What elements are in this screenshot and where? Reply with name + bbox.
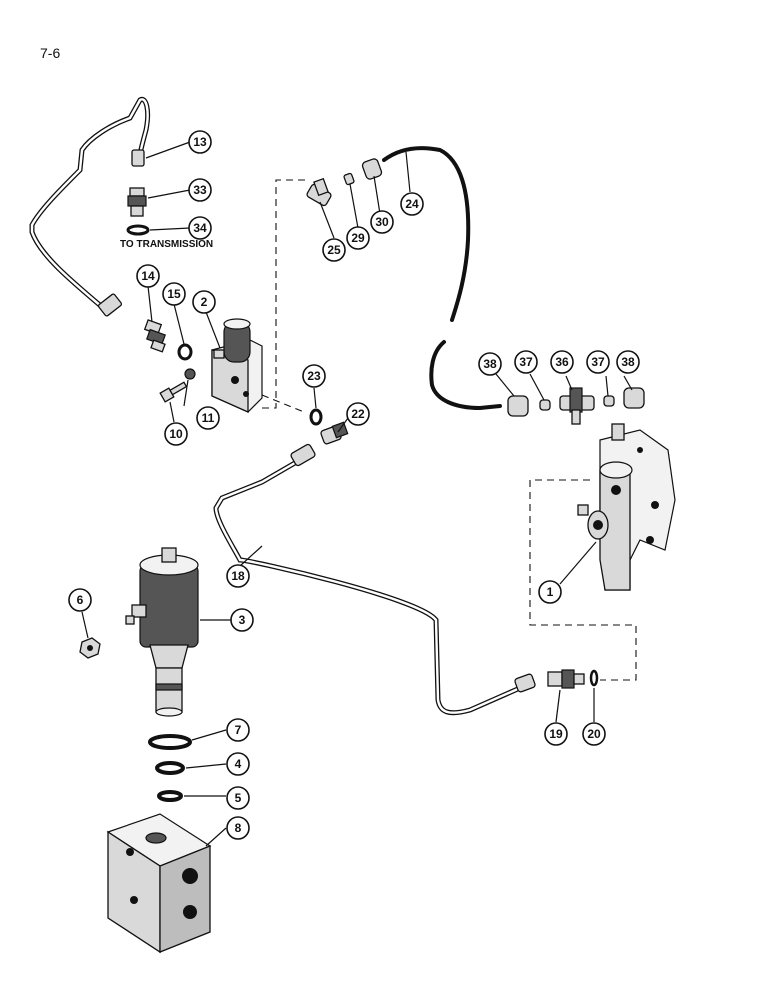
callout-20: 20: [582, 722, 606, 746]
callout-36: 36: [550, 350, 574, 374]
sleeve-37-left: [539, 399, 551, 411]
svg-text:18: 18: [231, 569, 245, 583]
nut-11: [184, 368, 196, 380]
callout-6: 6: [68, 588, 92, 612]
svg-text:22: 22: [351, 407, 365, 421]
union-19: [547, 669, 585, 689]
svg-text:20: 20: [587, 727, 601, 741]
svg-text:25: 25: [327, 243, 341, 257]
routing-dash-right: [529, 479, 637, 681]
svg-text:38: 38: [483, 357, 497, 371]
o-ring-34: [126, 224, 150, 236]
svg-text:33: 33: [193, 183, 207, 197]
fitting-14: [143, 319, 166, 353]
callout-14: 14: [136, 264, 160, 288]
svg-text:3: 3: [239, 613, 246, 627]
o-ring-5: [157, 790, 183, 802]
nut-6: [79, 637, 101, 659]
callout-3: 3: [230, 608, 254, 632]
svg-text:37: 37: [591, 355, 605, 369]
fitting-33: [127, 187, 147, 217]
svg-text:19: 19: [549, 727, 563, 741]
hose-24-lower: [429, 340, 502, 411]
callout-7: 7: [226, 718, 250, 742]
svg-text:34: 34: [193, 221, 207, 235]
o-ring-4: [155, 761, 185, 775]
callout-18: 18: [226, 564, 250, 588]
routing-dash-mid: [261, 394, 305, 413]
svg-text:6: 6: [77, 593, 84, 607]
svg-text:7: 7: [235, 723, 242, 737]
routing-dash-upper: [262, 179, 308, 409]
svg-text:38: 38: [621, 355, 635, 369]
nut-38-left: [507, 395, 529, 417]
bolt-10: [159, 381, 188, 403]
callout-29: 29: [346, 226, 370, 250]
svg-text:23: 23: [307, 369, 321, 383]
callout-22: 22: [346, 402, 370, 426]
nut-38-right: [623, 387, 645, 409]
callout-19: 19: [544, 722, 568, 746]
sleeve-29: [343, 172, 355, 186]
callout-30: 30: [370, 210, 394, 234]
svg-text:1: 1: [547, 585, 554, 599]
svg-text:4: 4: [235, 757, 242, 771]
o-ring-7: [148, 734, 192, 750]
svg-text:5: 5: [235, 791, 242, 805]
steel-tube-18: [213, 443, 536, 716]
nut-30: [361, 158, 383, 180]
elbow-22: [320, 421, 349, 445]
svg-text:13: 13: [193, 135, 207, 149]
solenoid-valve-2: [211, 318, 263, 414]
callout-2: 2: [192, 290, 216, 314]
solenoid-cartridge-3: [125, 547, 199, 717]
svg-text:24: 24: [405, 197, 419, 211]
callout-15: 15: [162, 282, 186, 306]
callout-34: 34: [188, 216, 212, 240]
callout-4: 4: [226, 752, 250, 776]
svg-text:29: 29: [351, 231, 365, 245]
callout-10: 10: [164, 422, 188, 446]
callout-38-left: 38: [478, 352, 502, 376]
o-ring-20: [589, 669, 599, 687]
o-ring-15: [177, 343, 193, 361]
svg-text:2: 2: [201, 295, 208, 309]
page-number: 7-6: [40, 45, 60, 61]
elbow-25: [306, 177, 332, 207]
callout-25: 25: [322, 238, 346, 262]
sleeve-37-right: [603, 395, 615, 407]
svg-text:30: 30: [375, 215, 389, 229]
leader-lines: [81, 141, 633, 847]
callout-5: 5: [226, 786, 250, 810]
callout-1: 1: [538, 580, 562, 604]
valve-body-8: [106, 813, 212, 954]
o-ring-23: [309, 408, 323, 426]
callout-24: 24: [400, 192, 424, 216]
callout-11: 11: [196, 406, 220, 430]
to-transmission-note: TO TRANSMISSION: [120, 239, 213, 250]
svg-text:10: 10: [169, 427, 183, 441]
hose-24: [382, 146, 471, 322]
callout-23: 23: [302, 364, 326, 388]
callout-8: 8: [226, 816, 250, 840]
svg-text:36: 36: [555, 355, 569, 369]
svg-text:8: 8: [235, 821, 242, 835]
callout-37-right: 37: [586, 350, 610, 374]
tee-36: [559, 387, 595, 425]
svg-text:11: 11: [202, 411, 215, 425]
svg-text:14: 14: [141, 269, 155, 283]
callout-37-left: 37: [514, 350, 538, 374]
valve-housing-1: [577, 423, 676, 591]
callout-38-right: 38: [616, 350, 640, 374]
callout-13: 13: [188, 130, 212, 154]
svg-text:15: 15: [167, 287, 181, 301]
transmission-tube: [29, 96, 151, 317]
svg-text:37: 37: [519, 355, 533, 369]
callout-33: 33: [188, 178, 212, 202]
